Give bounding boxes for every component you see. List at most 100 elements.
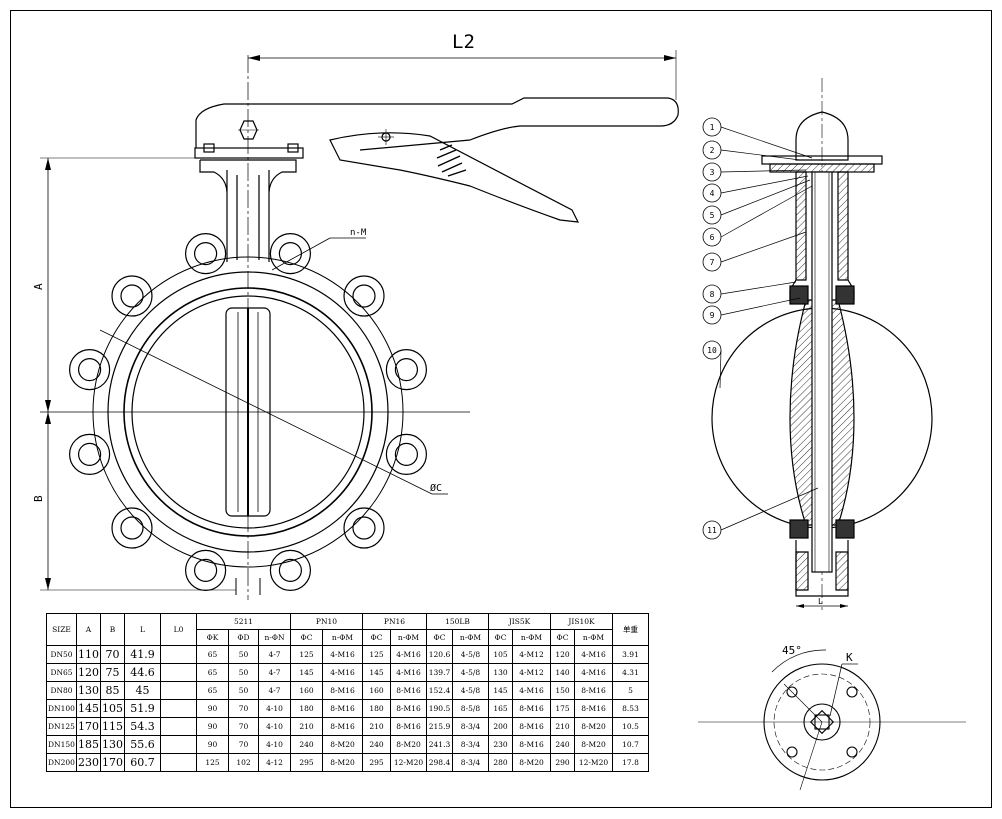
lug-bolt-hole — [278, 558, 302, 583]
callout-number: 7 — [710, 258, 715, 267]
lug-boss — [185, 233, 227, 275]
table-cell: 130 — [488, 663, 513, 682]
table-cell: 170 — [100, 753, 125, 772]
table-cell: 8-M20 — [322, 735, 363, 754]
stem — [811, 171, 833, 573]
table-cell: 8-5/8 — [452, 699, 489, 718]
seal-lower-right — [835, 519, 855, 539]
table-cell: 4-12 — [258, 753, 291, 772]
table-cell: 3.91 — [612, 645, 649, 664]
table-group: PN10 — [290, 613, 363, 630]
table-cell: DN100 — [46, 699, 77, 718]
stem-top — [795, 111, 849, 161]
table-cell: 200 — [488, 717, 513, 736]
table-cell: 8-M20 — [512, 753, 551, 772]
table-cell: 295 — [290, 753, 323, 772]
table-cell: 4.31 — [612, 663, 649, 682]
callout-circle — [702, 183, 722, 203]
flange-hole-4 — [846, 746, 858, 758]
table-cell: 130 — [76, 681, 101, 700]
table-cell: 50 — [228, 663, 259, 682]
table-cell: 8-3/4 — [452, 753, 489, 772]
k-leader — [829, 663, 843, 717]
front-view — [40, 50, 679, 600]
flange-view — [698, 649, 966, 791]
table-cell: 8-M16 — [390, 717, 427, 736]
table-cell: 145 — [488, 681, 513, 700]
table-cell: 4-10 — [258, 699, 291, 718]
table-cell: 190.5 — [426, 699, 453, 718]
table-cell: 4-M16 — [322, 645, 363, 664]
bolt-leader — [271, 237, 331, 271]
table-cell: 120 — [76, 663, 101, 682]
table-cell: 125 — [362, 645, 391, 664]
table-cell — [160, 663, 197, 682]
table-group: PN16 — [362, 613, 427, 630]
table-subheader: n-ΦN — [258, 629, 291, 646]
table-cell: 210 — [362, 717, 391, 736]
table-cell: 145 — [362, 663, 391, 682]
callout-circle — [702, 340, 722, 360]
lug-boss — [111, 275, 153, 317]
table-cell: 8-M20 — [574, 717, 613, 736]
flange-hole-3 — [786, 746, 798, 758]
callout-leader — [720, 297, 801, 316]
lug-bolt-hole — [394, 358, 418, 382]
lug-bolt-hole — [120, 284, 144, 308]
table-header: B — [100, 613, 125, 646]
lug-boss — [385, 349, 427, 391]
lug-bolt-hole — [194, 558, 218, 583]
table-cell: 105 — [100, 699, 125, 718]
lug-body — [68, 233, 427, 592]
lug-bolt-hole — [394, 442, 418, 466]
callout-circle — [702, 140, 722, 160]
table-cell: DN65 — [46, 663, 77, 682]
flange-hub-circle — [803, 703, 841, 741]
table-cell: 44.6 — [124, 663, 161, 682]
table-cell: 41.9 — [124, 645, 161, 664]
lug-bolt-hole — [77, 358, 102, 382]
table-cell: 102 — [228, 753, 259, 772]
table-cell: 90 — [196, 735, 229, 754]
table-cell: 160 — [290, 681, 323, 700]
callout-leader — [719, 349, 722, 389]
callout-number: 8 — [710, 290, 715, 299]
table-cell: 12-M20 — [390, 753, 427, 772]
table-cell: 130 — [100, 735, 125, 754]
lever-latch — [329, 132, 580, 223]
table-cell: 160 — [362, 681, 391, 700]
table-cell: 12-M20 — [574, 753, 613, 772]
handle-spring — [436, 144, 467, 177]
table-cell: 4-M16 — [512, 681, 551, 700]
table-subheader: ΦC — [488, 629, 513, 646]
table-cell: 8-3/4 — [452, 717, 489, 736]
table-cell: 280 — [488, 753, 513, 772]
table-cell — [160, 717, 197, 736]
lug-boss — [111, 507, 153, 549]
table-cell: 120.6 — [426, 645, 453, 664]
callout-number: 5 — [710, 211, 715, 220]
callout-leader — [720, 126, 813, 159]
callout-circle — [702, 117, 722, 137]
table-cell: 10.5 — [612, 717, 649, 736]
table-cell: 230 — [76, 753, 101, 772]
table-cell: 4-7 — [258, 681, 291, 700]
table-cell: 4-M16 — [574, 645, 613, 664]
lug-boss — [385, 433, 427, 475]
neck-left-wall — [795, 171, 807, 281]
table-cell — [160, 735, 197, 754]
table-header: L0 — [160, 613, 197, 646]
table-cell: 105 — [488, 645, 513, 664]
table-cell: 50 — [228, 681, 259, 700]
table-cell: 295 — [362, 753, 391, 772]
drawing-border — [10, 10, 992, 808]
callout-leader — [720, 169, 807, 173]
lug-bolt-hole — [352, 516, 376, 540]
dim-a-label: A — [32, 283, 45, 290]
seat-outer-circle — [123, 287, 373, 537]
table-cell: 210 — [290, 717, 323, 736]
